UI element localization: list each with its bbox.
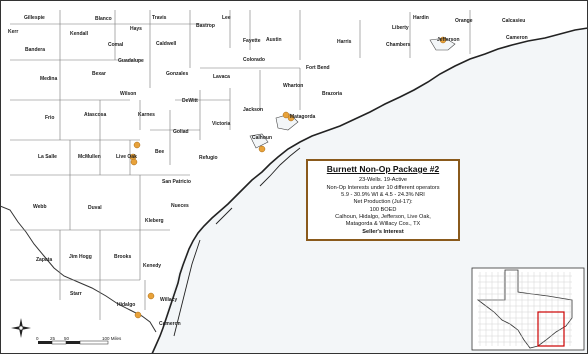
county-label-cameron-la: Cameron xyxy=(506,35,528,41)
county-label-caldwell: Caldwell xyxy=(156,41,177,47)
county-label-brooks: Brooks xyxy=(114,254,132,260)
info-counties-1: Calhoun, Hidalgo, Jefferson, Live Oak, xyxy=(335,214,431,221)
county-boundaries xyxy=(10,10,471,320)
county-boundary-3 xyxy=(10,59,141,175)
county-label-liveoak: Live Oak xyxy=(116,154,137,160)
county-boundary-2 xyxy=(249,10,471,60)
scale-tick-25: 25 xyxy=(50,336,56,341)
county-label-colorado: Colorado xyxy=(243,57,265,63)
info-wells: 23-Wells. 19-Active xyxy=(358,177,408,184)
county-label-victoria: Victoria xyxy=(212,121,231,127)
county-label-zapata: Zapata xyxy=(36,257,53,263)
well-marker-liveoak-well-3[interactable] xyxy=(130,158,138,166)
county-label-jefferson: Jefferson xyxy=(437,37,460,43)
sellers-interest-label: Seller's Interest xyxy=(362,228,404,235)
county-boundary-7 xyxy=(10,99,230,320)
county-label-jackson: Jackson xyxy=(243,107,264,113)
well-marker-jefferson-well[interactable] xyxy=(439,36,447,44)
county-label-starr: Starr xyxy=(70,291,82,297)
county-boundary-4 xyxy=(10,110,171,230)
inset-area-highlight xyxy=(537,311,565,347)
county-label-willacy: Willacy xyxy=(160,297,178,303)
info-production-label: Net Production (Jul-17): xyxy=(353,199,413,206)
county-label-calcasieu: Calcasieu xyxy=(502,18,526,24)
info-interest: 5.9 - 30.9% WI & 4.5 - 24.3% NRI xyxy=(341,191,425,198)
county-label-guadalupe: Guadalupe xyxy=(118,58,144,64)
barrier-islands xyxy=(173,147,301,337)
scale-tick-100: 100 Miles xyxy=(102,336,122,341)
county-label-kendall: Kendall xyxy=(70,31,89,37)
scale-tick-50: 50 xyxy=(64,336,70,341)
well-marker-liveoak-well-1[interactable] xyxy=(133,141,141,149)
info-production-value: 100 BOED xyxy=(369,206,397,213)
county-boundary-5 xyxy=(150,67,300,140)
coastline xyxy=(151,27,588,354)
well-marker-matagorda-well-2[interactable] xyxy=(287,114,295,122)
county-label-atascosa: Atascosa xyxy=(84,112,107,118)
texas-inset-map xyxy=(471,267,585,351)
county-label-goliad: Goliad xyxy=(173,129,189,135)
county-label-gillespie: Gillespie xyxy=(24,15,45,21)
county-label-frio: Frio xyxy=(45,115,55,121)
scale-bar xyxy=(38,340,109,345)
well-marker-hidalgo-well-2[interactable] xyxy=(134,311,142,319)
county-label-kleberg: Kleberg xyxy=(145,218,164,224)
package-title: Burnett Non-Op Package #2 xyxy=(326,164,440,174)
county-label-bee: Bee xyxy=(155,149,165,155)
county-label-mcmullen: McMullen xyxy=(78,154,101,160)
well-marker-matagorda-well-1[interactable] xyxy=(282,111,290,119)
county-label-hidalgo: Hidalgo xyxy=(117,302,136,308)
county-label-dewitt: DeWitt xyxy=(182,98,198,104)
county-label-refugio: Refugio xyxy=(199,155,218,161)
well-marker-hidalgo-well-1[interactable] xyxy=(147,292,155,300)
county-label-kerr: Kerr xyxy=(8,29,19,35)
county-label-liberty: Liberty xyxy=(392,25,409,31)
county-label-fayette: Fayette xyxy=(243,38,261,44)
county-boundary-1 xyxy=(10,10,231,100)
package-info-box: Burnett Non-Op Package #2 23-Wells. 19-A… xyxy=(306,159,460,241)
info-operators: Non-Op Interests under 10 different oper… xyxy=(326,184,440,191)
county-label-cameron-tx: Cameron xyxy=(159,321,181,327)
county-label-travis: Travis xyxy=(152,15,167,21)
north-arrow xyxy=(11,318,31,338)
county-label-hardin: Hardin xyxy=(413,15,429,21)
county-label-brazoria: Brazoria xyxy=(322,91,343,97)
county-label-lasalle: La Salle xyxy=(38,154,57,160)
well-marker-calhoun-well[interactable] xyxy=(258,145,266,153)
county-label-webb: Webb xyxy=(33,204,47,210)
county-label-kenedy: Kenedy xyxy=(143,263,162,269)
county-label-bexar: Bexar xyxy=(92,71,106,77)
county-label-comal: Comal xyxy=(108,42,124,48)
county-label-medina: Medina xyxy=(40,76,58,82)
county-label-wilson: Wilson xyxy=(120,91,137,97)
county-label-nueces: Nueces xyxy=(171,203,189,209)
county-label-jimhogg: Jim Hogg xyxy=(69,254,92,260)
well-markers-layer xyxy=(129,36,447,319)
county-label-lavaca: Lavaca xyxy=(213,74,230,80)
county-label-gonzales: Gonzales xyxy=(166,71,189,77)
county-label-blanco: Blanco xyxy=(95,16,112,22)
county-label-bandera: Bandera xyxy=(25,47,46,53)
county-label-duval: Duval xyxy=(88,205,102,211)
county-label-austin: Austin xyxy=(266,37,282,43)
county-label-sanpatricio: San Patricio xyxy=(162,179,191,185)
county-label-matagorda: Matagorda xyxy=(290,114,316,120)
county-label-hays: Hays xyxy=(130,26,142,32)
scale-tick-0: 0 xyxy=(36,336,39,341)
county-boundary-6 xyxy=(10,68,301,300)
county-label-wharton: Wharton xyxy=(283,83,304,89)
county-label-bastrop: Bastrop xyxy=(196,23,215,29)
county-label-lee: Lee xyxy=(222,15,231,21)
county-label-orange: Orange xyxy=(455,18,473,24)
county-label-fortbend: Fort Bend xyxy=(306,65,330,71)
info-counties-2: Matagorda & Willacy Cos., TX xyxy=(345,221,421,228)
county-label-chambers: Chambers xyxy=(386,42,411,48)
county-label-karnes: Karnes xyxy=(138,112,155,118)
county-label-calhoun: Calhoun xyxy=(252,135,272,141)
county-label-harris: Harris xyxy=(337,39,352,45)
